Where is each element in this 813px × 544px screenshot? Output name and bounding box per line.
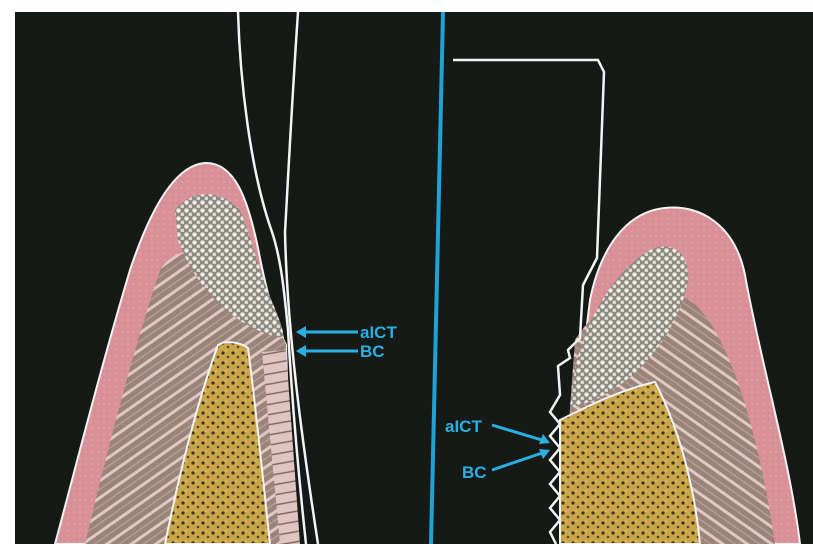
left-aict-label: aICT xyxy=(360,323,397,342)
right-aict-label: aICT xyxy=(445,417,482,436)
right-bc-label: BC xyxy=(462,463,487,482)
left-bc-label: BC xyxy=(360,342,385,361)
